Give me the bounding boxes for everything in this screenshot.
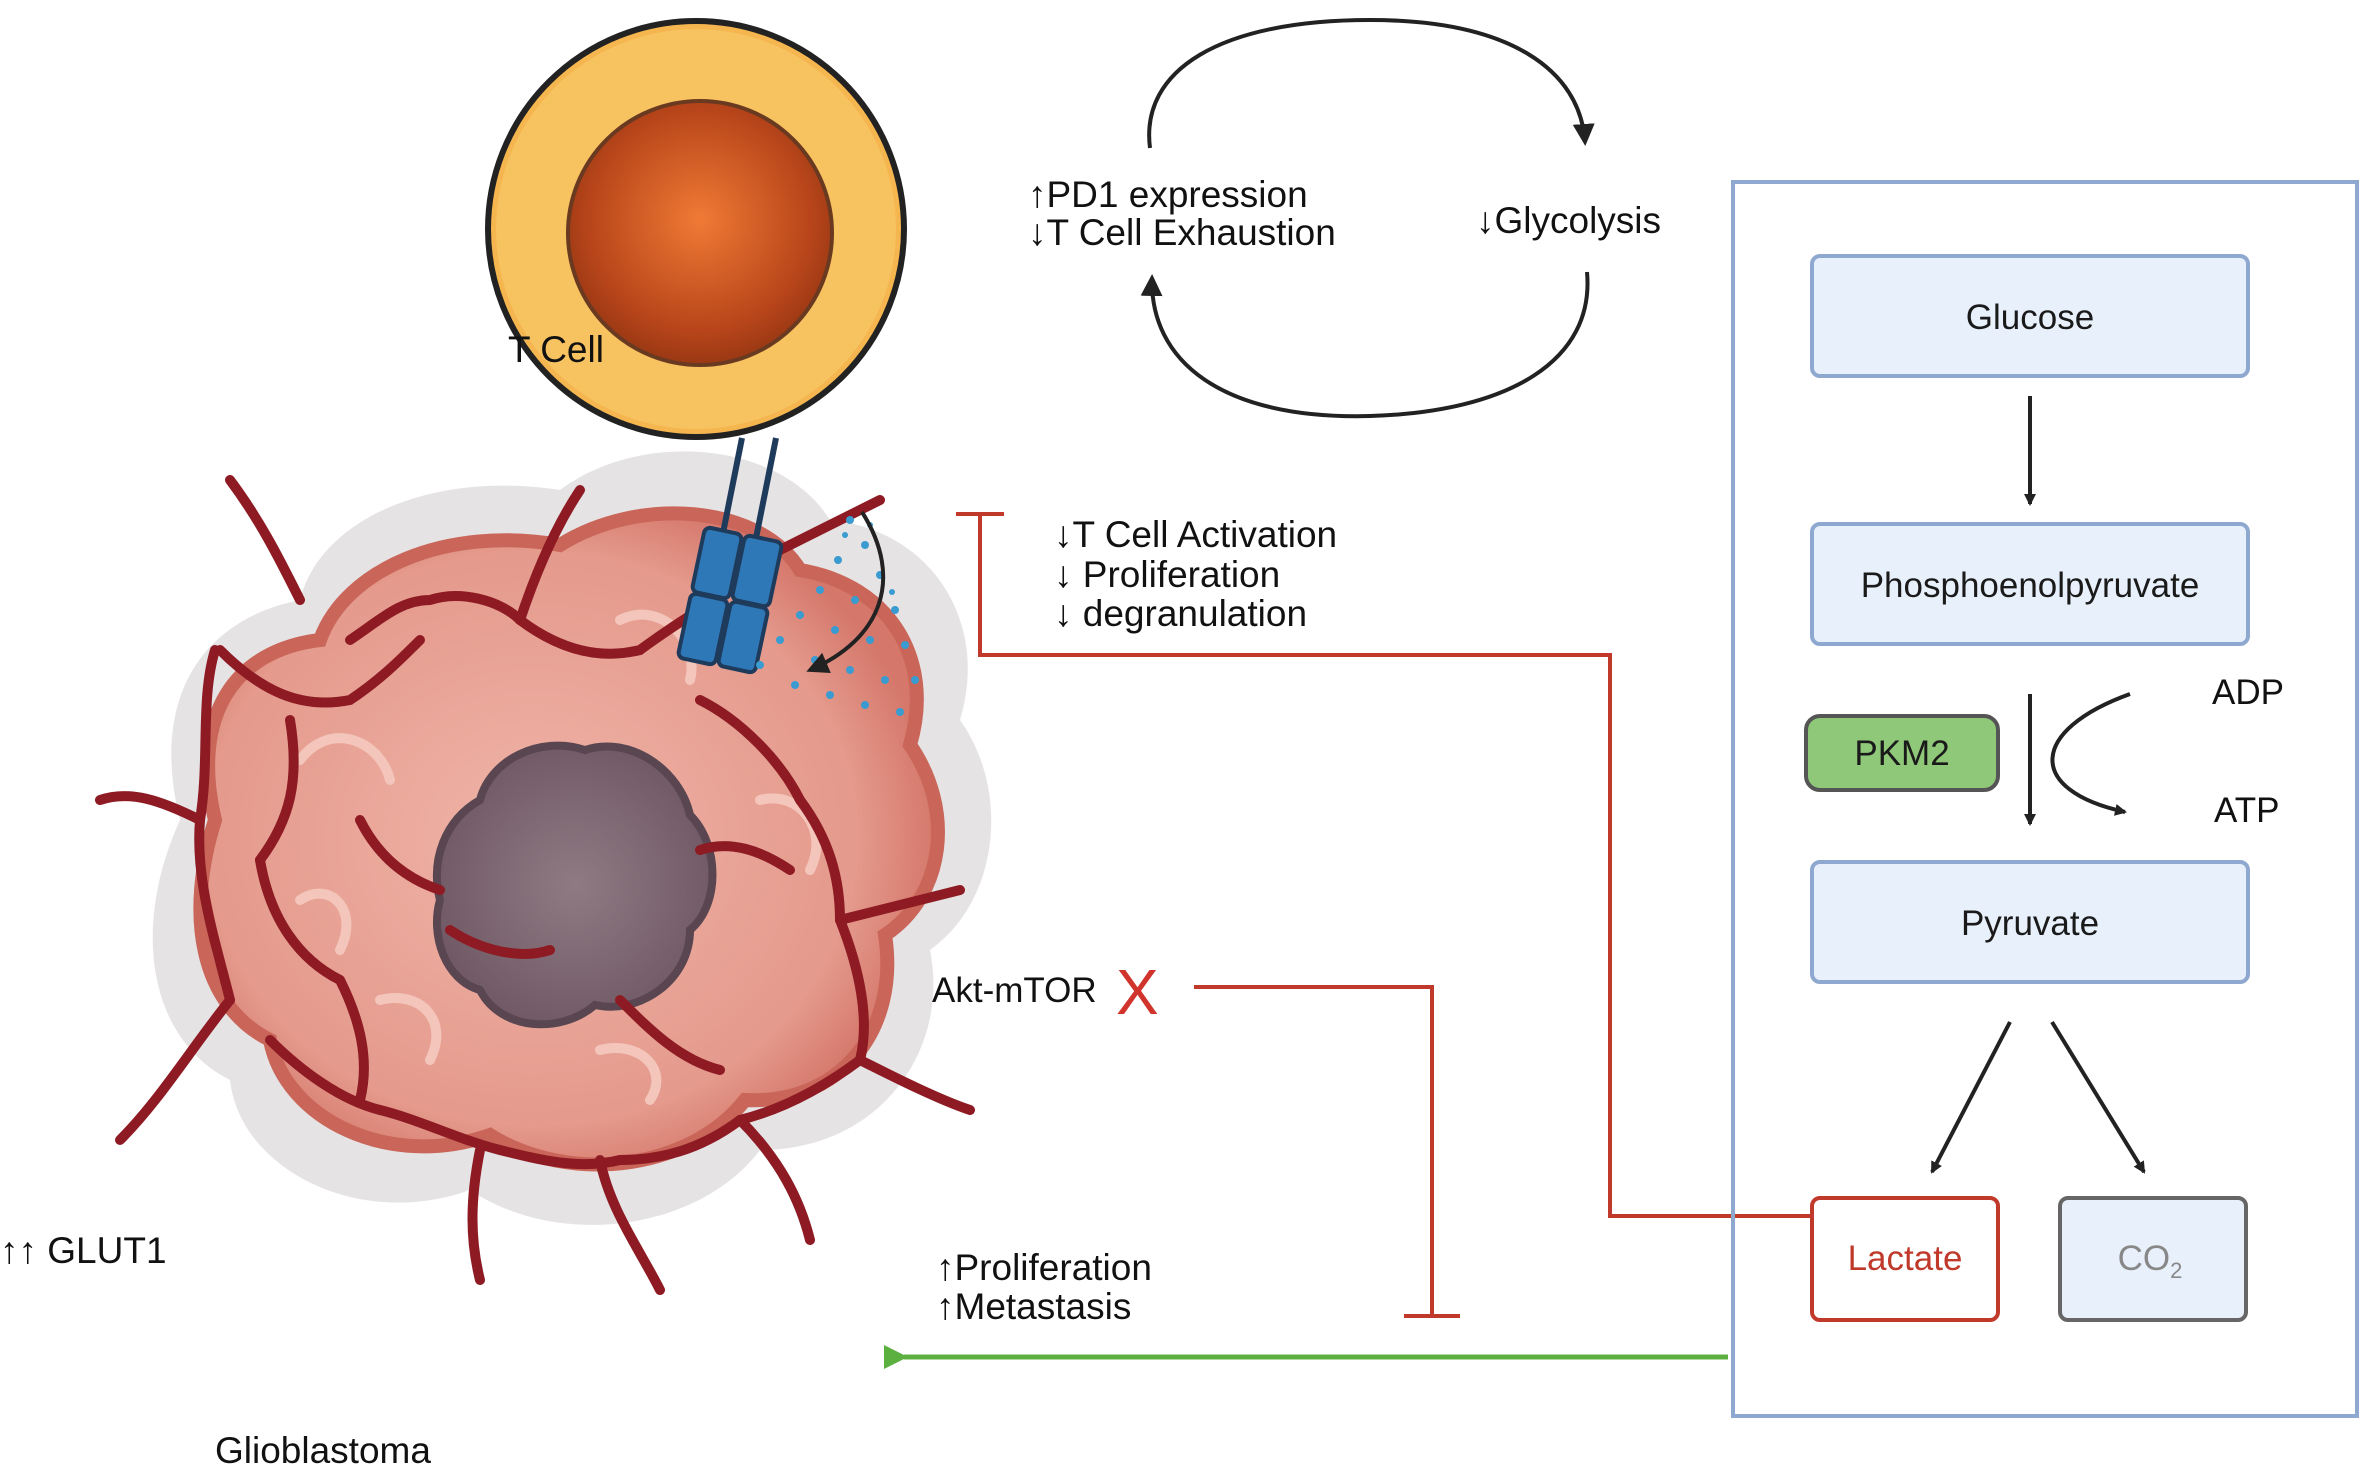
proliferation-decrease-label: ↓ Proliferation [1054,554,1280,595]
t-cell-activation-label: ↓T Cell Activation [1054,514,1337,555]
pep-box: Phosphoenolpyruvate [1810,522,2250,646]
feedback-loop [1140,17,1595,419]
degranulation-label: ↓ degranulation [1054,593,1307,634]
glucose-box: Glucose [1810,254,2250,378]
lactate-label: Lactate [1848,1239,1963,1278]
loop-arrow-top [1147,17,1595,149]
t-cell-nucleus [566,99,834,367]
pyruvate-label: Pyruvate [1961,904,2099,943]
arrow-pyruvate-to-lactate [1930,1021,2012,1174]
akt-mtor-block-mark: X [1116,956,1159,1028]
lactate-box: Lactate [1810,1196,2000,1322]
t-cell [485,18,907,440]
t-cell-exhaustion-label: ↓T Cell Exhaustion [1028,212,1336,253]
pd1-expression-label: ↑PD1 expression [1028,174,1308,215]
tumor-label: Glioblastoma [215,1430,431,1470]
co2-subscript: 2 [2170,1258,2182,1283]
pep-label: Phosphoenolpyruvate [1861,566,2200,605]
co2-label: CO2 [2118,1239,2183,1283]
pkm2-label: PKM2 [1854,734,1949,773]
co2-box: CO2 [2058,1196,2248,1322]
t-cell-receptor [676,437,784,675]
glucose-label: Glucose [1966,298,2094,337]
glut1-label: ↑↑ GLUT1 [0,1230,167,1271]
pkm2-box: PKM2 [1804,714,2000,792]
loop-arrow-bottom [1140,271,1590,419]
co2-main: CO [2118,1239,2171,1278]
glycolysis-label: ↓Glycolysis [1476,200,1661,241]
inhibition-line-to-akt-mtor [1194,985,1460,1318]
adp-atp-arrow [2050,692,2131,816]
adp-label: ADP [2212,673,2284,712]
atp-label: ATP [2214,791,2279,830]
glioblastoma-cell [95,451,992,1295]
proliferation-increase-label: ↑Proliferation [936,1247,1152,1288]
blood-vessels [95,475,975,1295]
inhibition-line-to-t-cell [956,512,1810,1218]
secretion-arrow [806,510,886,674]
arrow-pyruvate-to-co2 [2050,1020,2146,1174]
metastasis-label: ↑Metastasis [936,1286,1131,1327]
pyruvate-box: Pyruvate [1810,860,2250,984]
akt-mtor-label: Akt-mTOR [932,971,1097,1010]
pathway-panel [1731,180,2359,1418]
t-cell-label: T Cell [508,329,604,370]
